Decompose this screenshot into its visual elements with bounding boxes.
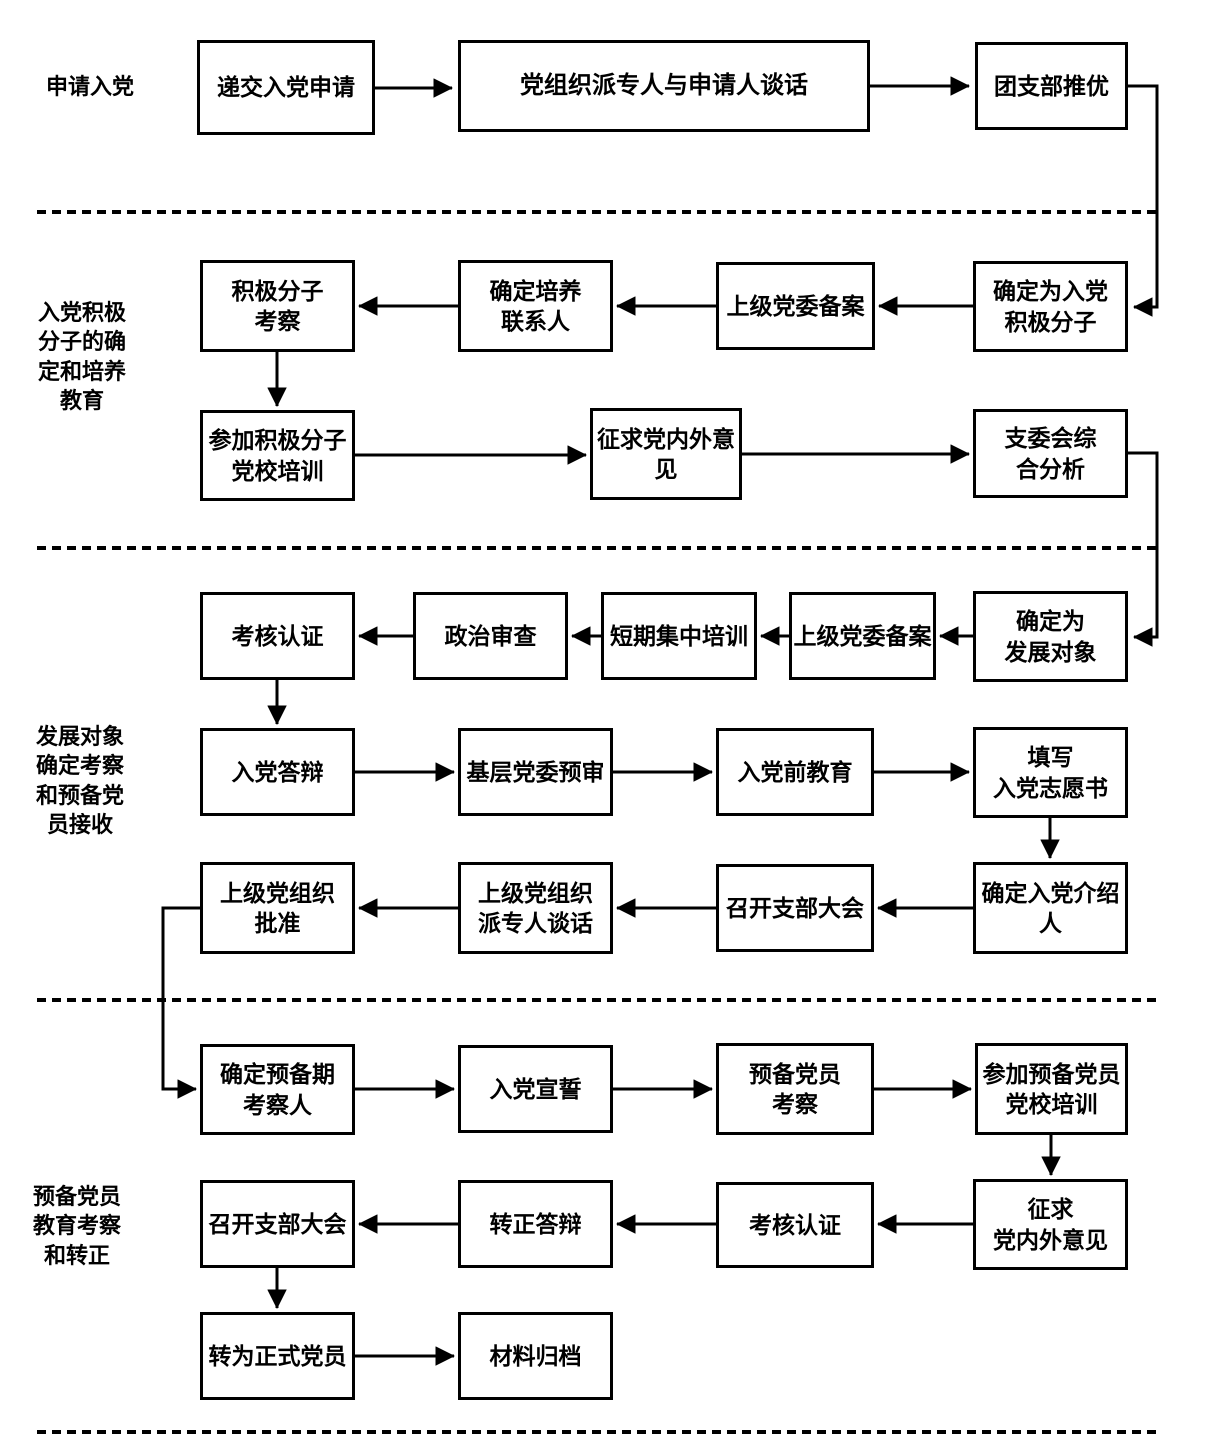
- node-higher-committee-record-2: 上级党委备案: [789, 592, 936, 680]
- node-higher-committee-record-1: 上级党委备案: [716, 262, 875, 350]
- node-assign-contact-person: 确定培养 联系人: [458, 260, 613, 352]
- node-solicit-opinions-2: 征求 党内外意见: [973, 1179, 1128, 1270]
- node-higher-org-approval: 上级党组织 批准: [200, 862, 355, 954]
- node-grassroots-committee-preview: 基层党委预审: [458, 728, 613, 816]
- node-confirm-introducers: 确定入党介绍 人: [973, 862, 1128, 954]
- flow-arrow: [161, 906, 200, 1099]
- node-confirm-development-target: 确定为 发展对象: [973, 591, 1128, 682]
- node-probation-examiner: 确定预备期 考察人: [200, 1044, 355, 1135]
- node-branch-meeting-1: 召开支部大会: [716, 864, 874, 952]
- node-league-recommendation: 团支部推优: [975, 42, 1128, 130]
- node-full-member: 转为正式党员: [200, 1312, 355, 1400]
- section-label-activist-cultivation: 入党积极 分子的确 定和培养 教育: [38, 300, 127, 413]
- node-branch-meeting-2: 召开支部大会: [200, 1180, 355, 1268]
- node-admission-oath: 入党宣誓: [458, 1045, 613, 1133]
- node-assessment-certification-1: 考核认证: [200, 592, 355, 680]
- node-submit-application: 递交入党申请: [197, 40, 375, 135]
- node-probationary-review: 预备党员 考察: [716, 1043, 874, 1135]
- node-conversion-defense: 转正答辩: [458, 1180, 613, 1268]
- node-branch-committee-analysis: 支委会综 合分析: [973, 409, 1128, 498]
- node-political-review: 政治审查: [413, 592, 568, 680]
- node-archive-materials: 材料归档: [458, 1312, 613, 1400]
- section-label-probation-conversion: 预备党员 教育考察 和转正: [33, 1184, 122, 1268]
- node-org-talk-with-applicant: 党组织派专人与申请人谈话: [458, 40, 870, 132]
- node-probationary-party-school-training: 参加预备党员 党校培训: [975, 1043, 1128, 1135]
- flow-arrow: [1128, 84, 1159, 317]
- node-short-term-training: 短期集中培训: [601, 592, 757, 680]
- node-assessment-certification-2: 考核认证: [716, 1182, 874, 1268]
- node-activist-party-school-training: 参加积极分子 党校培训: [200, 410, 355, 501]
- flow-arrow: [1128, 451, 1159, 647]
- section-label-apply: 申请入党: [46, 74, 135, 99]
- section-label-development-acceptance: 发展对象 确定考察 和预备党 员接收: [36, 724, 125, 837]
- node-confirm-activist: 确定为入党 积极分子: [973, 261, 1128, 352]
- node-solicit-opinions-1: 征求党内外意 见: [590, 408, 742, 500]
- node-higher-org-talk: 上级党组织 派专人谈话: [458, 862, 613, 954]
- node-admission-defense: 入党答辩: [200, 728, 355, 816]
- node-pre-admission-education: 入党前教育: [716, 728, 874, 816]
- node-activist-review: 积极分子 考察: [200, 260, 355, 352]
- node-fill-application-form: 填写 入党志愿书: [973, 727, 1128, 818]
